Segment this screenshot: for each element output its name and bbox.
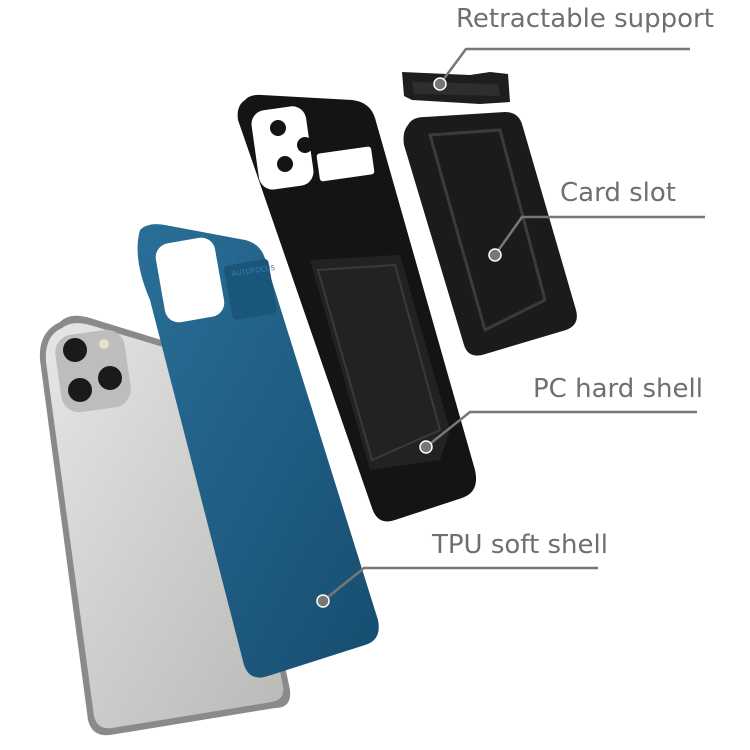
pc-hard-shell — [237, 94, 477, 522]
pc-hard-shell-leader — [425, 410, 697, 448]
tpu-soft-shell: AUTOFOCUS — [137, 224, 379, 678]
camera-cutout — [155, 237, 225, 323]
camera-cutout — [251, 106, 314, 190]
leader-dot — [419, 440, 433, 454]
leader-dot — [433, 77, 447, 91]
retractable-support — [402, 72, 510, 104]
tpu-soft-shell-leader — [322, 566, 598, 602]
camera-module — [55, 329, 131, 413]
label-retractable-support: Retractable support — [456, 4, 714, 34]
camera-lens-icon — [68, 378, 92, 402]
leader-dot — [488, 248, 502, 262]
label-card-slot: Card slot — [560, 178, 676, 208]
card-slot-leader — [493, 215, 705, 256]
card-slot — [403, 112, 577, 356]
camera-lens-icon — [63, 338, 87, 362]
label-tpu-soft-shell: TPU soft shell — [432, 530, 608, 560]
leader-dot — [316, 594, 330, 608]
camera-lens-icon — [98, 366, 122, 390]
retractable-support-leader — [438, 47, 690, 85]
label-pc-hard-shell: PC hard shell — [533, 374, 703, 404]
